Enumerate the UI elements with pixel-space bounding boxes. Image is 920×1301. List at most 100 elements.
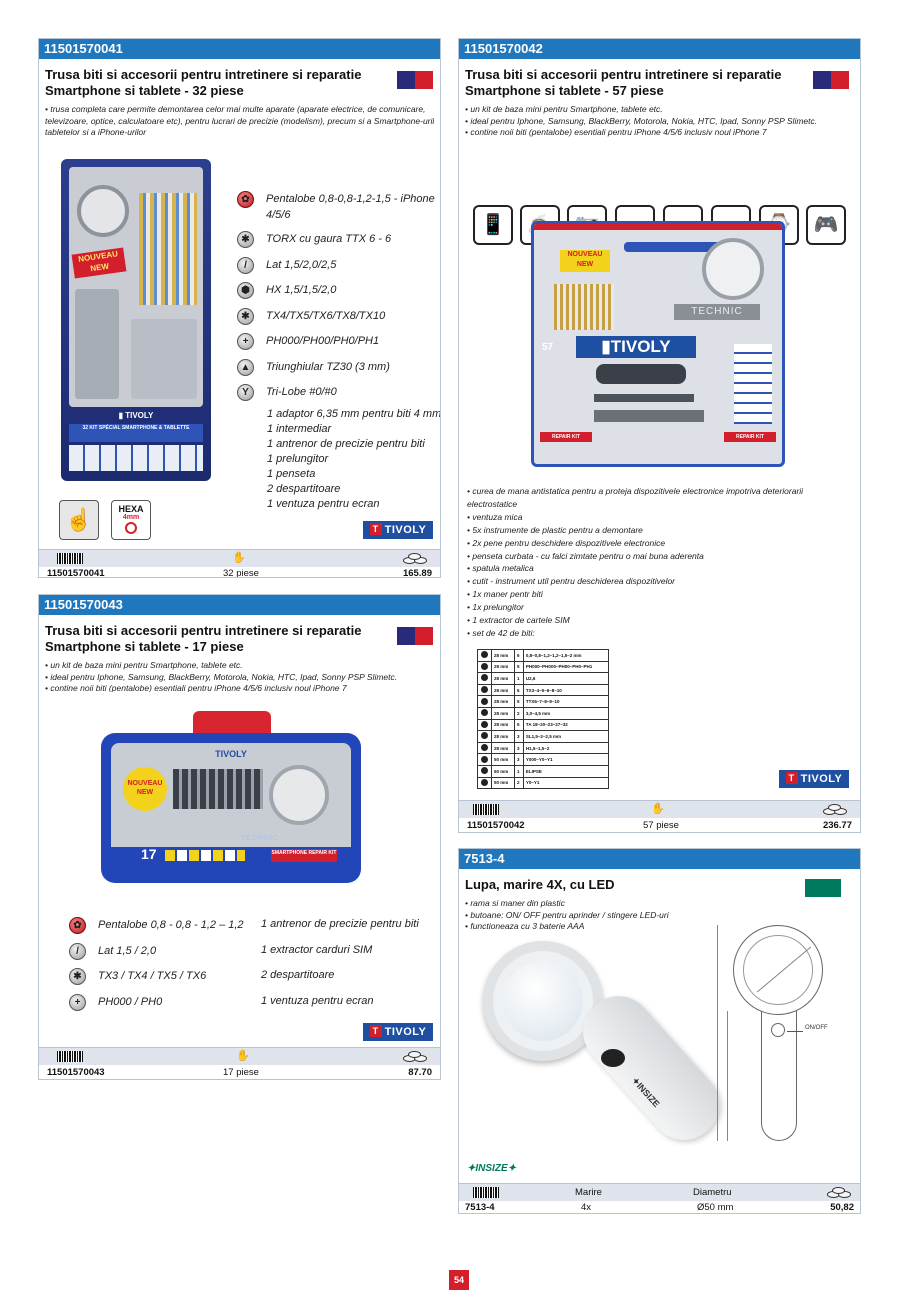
gamepad-icon: 🎮 [806,205,846,245]
bit-table-cell: 28 mm [491,660,515,674]
torx-icon: ✱ [237,307,254,325]
spec-triangle: ▲Triunghiular TZ30 (3 mm) [237,357,390,377]
hand-grip-icon: ☝ [59,500,99,540]
bit-table-cell: 50 mm [491,753,515,766]
bit-type-icon [477,695,492,708]
triangle-icon: ▲ [237,358,254,376]
coins-icon [403,553,429,565]
bit-table-cell: 1 [513,764,524,778]
bit-type-icon [477,753,492,766]
slotted-icon: / [237,256,254,274]
spec-torx-tamper: ✱TORX cu gaura TTX 6 - 6 [237,229,391,249]
product-code-bar: 11501570042 [459,39,860,59]
hex-socket-icon [125,522,137,534]
bit-table-cell: ELIPSE [522,764,610,778]
spec-slotted: /Lat 1,5/2,0/2,5 [237,255,336,275]
footer-header: ✋ [459,800,860,818]
bit-table-cell: 28 mm [491,683,515,697]
barcode-icon [57,1051,83,1062]
product-card-11501570041: 11501570041 Trusa biti si accesorii pent… [38,38,441,578]
barcode-icon [473,1187,499,1198]
bit-type-icon [477,660,492,674]
bit-table-cell: 5 [513,660,524,674]
bit-type-icon [477,706,492,720]
bit-type-icon [477,764,492,778]
feature-bullets: • curea de mana antistatica pentru a pro… [467,486,804,638]
bit-table-cell: 28 mm [491,741,515,755]
hand-icon: ✋ [651,803,665,815]
spec-torx: ✱TX3 / TX4 / TX5 / TX6 [69,966,206,986]
bit-type-icon [477,683,492,697]
bit-table-cell: 3 [513,730,524,743]
coins-icon [827,1187,853,1199]
bit-table-cell: 28 mm [491,718,515,732]
bit-type-icon [477,776,492,790]
accessory-list: 1 adaptor 6,35 mm pentru biti 4 mm 1 int… [267,408,441,510]
product-code-bar: 11501570041 [39,39,440,59]
product-image: TIVOLY NOUVEAU NEW TECHNIC 17 SMARTPHONE… [101,707,361,887]
product-title: Trusa biti si accesorii pentru intretine… [45,623,362,654]
bit-spec-list: ✿Pentalobe 0,8 - 0,8 - 1,2 – 1,2 /Lat 1,… [69,915,244,1025]
origin-flag [805,879,841,897]
spec-slotted: /Lat 1,5 / 2,0 [69,941,156,961]
origin-flag [397,627,433,645]
product-code-bar: 7513-4 [459,849,860,869]
hand-icon: ✋ [236,1050,250,1062]
bit-table-cell: 50 mm [491,764,515,778]
bit-table-cell: U2,6 [522,672,610,685]
bit-table-cell: TTX6–7–8–9–10 [522,695,610,708]
product-card-11501570043: 11501570043 Trusa biti si accesorii pent… [38,594,441,1080]
bit-table-cell: 28 mm [491,649,515,662]
hand-icon: ✋ [232,552,246,564]
bit-type-icon [477,649,492,662]
page-number: 54 [449,1270,469,1290]
bit-table-cell: H1,5–1,5–2 [522,741,610,755]
spec-pentalobe: ✿Pentalobe 0,8-0,8-1,2-1,5 - iPhone [237,189,435,209]
product-image: ✦INSIZE [479,937,734,1177]
product-description: • un kit de baza mini pentru Smartphone,… [45,660,398,692]
hexa-badge: HEXA 4mm [111,500,151,540]
product-description: • rama si maner din plastic • butoane: O… [465,898,669,931]
hex-icon: ⬢ [237,281,254,299]
bit-table-cell: 2 [513,706,524,720]
spec-phillips: +PH000/PH00/PH0/PH1 [237,331,379,351]
bit-table-cell: TX3–4–5–6–8–10 [522,683,610,697]
product-card-11501570042: 11501570042 Trusa biti si accesorii pent… [458,38,861,833]
footer-values: 11501570041 32 piese 165.89 [47,568,432,578]
torx-icon: ✱ [69,967,86,985]
product-code-bar: 11501570043 [39,595,440,615]
bit-table-cell: 6 [513,649,524,662]
phillips-icon: + [237,332,254,350]
footer-header: Marire Diametru [459,1183,860,1201]
bit-table-cell: 3 [513,741,524,755]
accessory-list: 1 antrenor de precizie pentru biti 1 ext… [261,918,419,1007]
product-title: Trusa biti si accesorii pentru intretine… [45,67,362,98]
spec-pentalobe: ✿Pentalobe 0,8 - 0,8 - 1,2 – 1,2 [69,915,244,935]
footer-header: ✋ [39,549,440,567]
phillips-icon: + [69,993,86,1011]
bit-table-cell: 3,0–4,5 mm [522,706,610,720]
spec-pentalobe-cont: 4/5/6 [266,209,291,221]
bit-table-cell: 2 [513,776,524,790]
bit-table-cell: 28 mm [491,695,515,708]
bit-spec-list: ✿Pentalobe 0,8-0,8-1,2-1,5 - iPhone 4/5/… [237,189,437,401]
bit-table-cell: 5 [513,695,524,708]
bit-table-cell: 28 mm [491,730,515,743]
footer-values: 11501570043 17 piese 87.70 [47,1067,432,1078]
origin-flag [813,71,849,89]
